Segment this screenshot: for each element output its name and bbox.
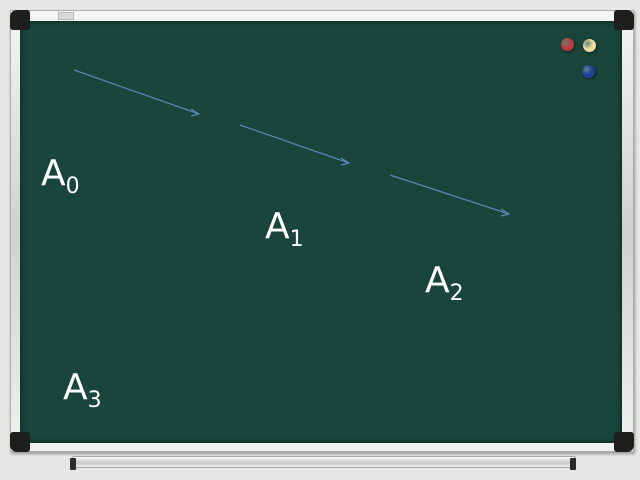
chalkboard-surface xyxy=(20,21,622,443)
arrow-1 xyxy=(73,69,201,117)
arrow-2 xyxy=(239,124,351,166)
corner-cap-top-right xyxy=(614,10,634,30)
frame-badge xyxy=(58,12,74,20)
corner-cap-top-left xyxy=(10,10,30,30)
label-a2: A2 xyxy=(425,260,464,306)
chalk-tray-end-right xyxy=(570,458,576,470)
corner-cap-bottom-right xyxy=(614,432,634,452)
corner-cap-bottom-left xyxy=(10,432,30,452)
yellow-magnet xyxy=(583,39,596,52)
arrow-3 xyxy=(389,174,511,217)
red-magnet xyxy=(561,38,574,51)
blue-magnet xyxy=(582,65,595,78)
chalk-tray-end-left xyxy=(70,458,76,470)
label-a3: A3 xyxy=(63,367,102,413)
label-a0: A0 xyxy=(41,153,80,199)
label-a1: A1 xyxy=(265,206,304,252)
